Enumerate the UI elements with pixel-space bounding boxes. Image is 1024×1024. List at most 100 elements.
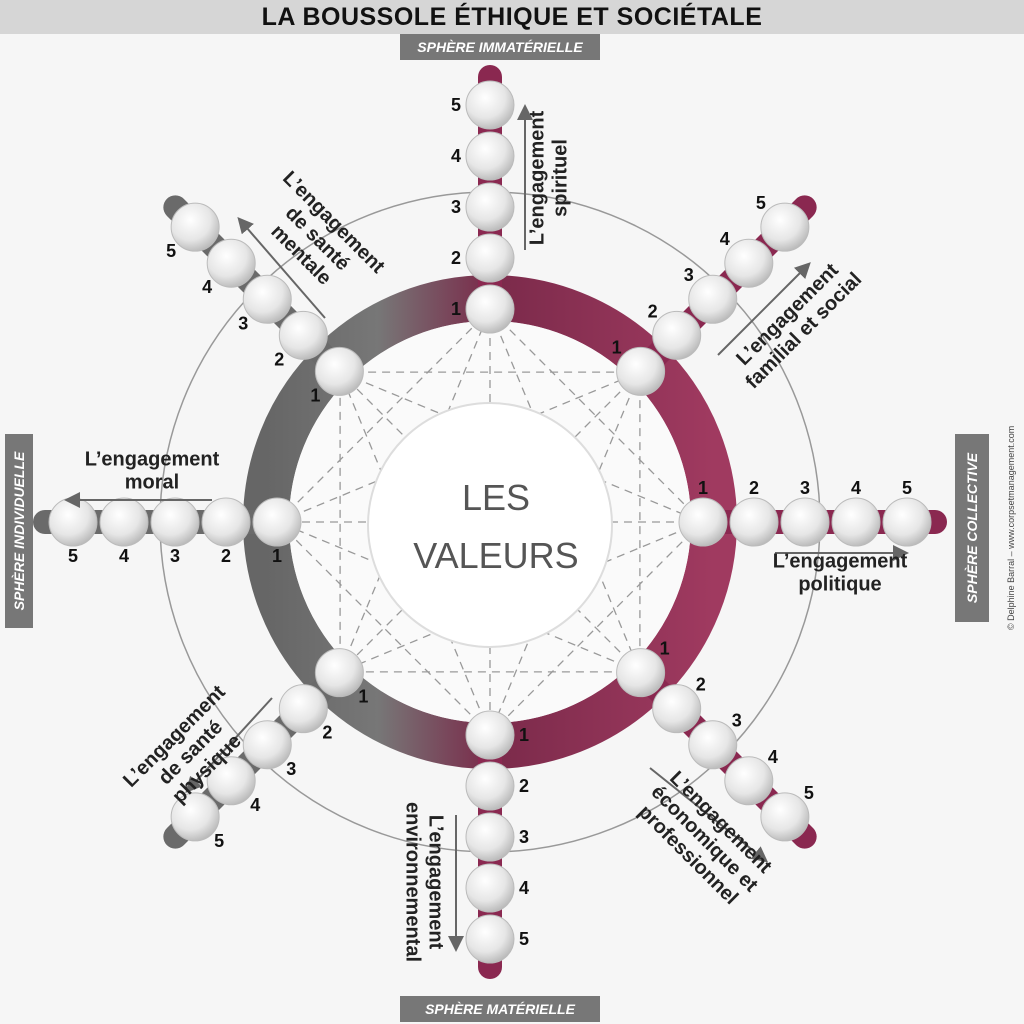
level-bead-1[interactable] <box>314 346 364 396</box>
arm-label-line: spirituel <box>550 139 572 217</box>
level-bead-4[interactable] <box>724 756 774 806</box>
level-number: 1 <box>519 725 529 745</box>
level-bead-2[interactable] <box>278 310 328 360</box>
level-number: 4 <box>851 478 861 498</box>
dashed-connector <box>277 371 641 523</box>
dashed-connector <box>277 309 491 523</box>
level-bead-2[interactable] <box>201 497 251 547</box>
level-bead-5[interactable] <box>48 497 98 547</box>
level-bead-3[interactable] <box>688 720 738 770</box>
level-bead-1[interactable] <box>252 497 302 547</box>
level-number: 1 <box>698 478 708 498</box>
level-number: 3 <box>170 546 180 566</box>
dashed-connector <box>339 309 491 673</box>
level-bead-2[interactable] <box>465 761 515 811</box>
level-bead-3[interactable] <box>242 720 292 770</box>
page-title: LA BOUSSOLE ÉTHIQUE ET SOCIÉTALE <box>261 3 763 31</box>
level-bead-5[interactable] <box>170 202 220 252</box>
sphere-label-right: SPHÈRE COLLECTIVE <box>955 434 989 622</box>
level-bead-1[interactable] <box>616 346 666 396</box>
level-bead-2[interactable] <box>465 233 515 283</box>
dashed-connector <box>489 309 703 523</box>
level-bead-5[interactable] <box>760 202 810 252</box>
level-number: 3 <box>732 711 742 731</box>
level-number: 5 <box>804 783 814 803</box>
level-number: 2 <box>274 349 284 369</box>
level-bead-4[interactable] <box>99 497 149 547</box>
level-bead-2[interactable] <box>729 497 779 547</box>
level-bead-1[interactable] <box>616 648 666 698</box>
level-bead-4[interactable] <box>465 131 515 181</box>
sphere-right-text: SPHÈRE COLLECTIVE <box>964 452 980 604</box>
level-bead-4[interactable] <box>465 863 515 913</box>
level-bead-4[interactable] <box>206 238 256 288</box>
level-number: 3 <box>451 197 461 217</box>
level-number: 4 <box>768 747 778 767</box>
dashed-connector <box>489 371 641 735</box>
level-bead-3[interactable] <box>465 812 515 862</box>
level-number: 4 <box>519 878 529 898</box>
level-number: 5 <box>902 478 912 498</box>
level-number: 5 <box>68 546 78 566</box>
dashed-connector <box>339 371 491 735</box>
dashed-connector <box>339 521 703 673</box>
level-bead-4[interactable] <box>206 756 256 806</box>
level-bead-2[interactable] <box>652 684 702 734</box>
level-bead-5[interactable] <box>760 792 810 842</box>
copyright-credit: © Delphine Barral – www.corpsetmanagemen… <box>1006 425 1016 630</box>
sphere-label-top: SPHÈRE IMMATÉRIELLE <box>400 34 600 60</box>
level-bead-3[interactable] <box>242 274 292 324</box>
level-bead-4[interactable] <box>831 497 881 547</box>
arm-label-line: moral <box>125 472 179 494</box>
level-bead-4[interactable] <box>724 238 774 288</box>
level-number: 2 <box>648 301 658 321</box>
level-number: 1 <box>660 639 670 659</box>
level-number: 2 <box>519 776 529 796</box>
arm-label: L’engagementenvironnemental <box>402 802 447 962</box>
level-number: 1 <box>310 385 320 405</box>
title-bar: LA BOUSSOLE ÉTHIQUE ET SOCIÉTALE <box>0 0 1024 34</box>
level-number: 3 <box>800 478 810 498</box>
level-number: 2 <box>221 546 231 566</box>
level-bead-2[interactable] <box>278 684 328 734</box>
level-bead-1[interactable] <box>465 710 515 760</box>
arm-label-line: environnemental <box>402 802 424 962</box>
level-number: 1 <box>451 299 461 319</box>
arrow-icon <box>185 697 273 793</box>
level-number: 3 <box>684 265 694 285</box>
level-number: 1 <box>358 687 368 707</box>
level-number: 2 <box>451 248 461 268</box>
level-bead-3[interactable] <box>688 274 738 324</box>
level-number: 4 <box>119 546 129 566</box>
level-bead-5[interactable] <box>465 914 515 964</box>
level-bead-3[interactable] <box>465 182 515 232</box>
center-label-line1: LES <box>462 477 530 518</box>
level-number: 5 <box>214 831 224 851</box>
level-bead-3[interactable] <box>780 497 830 547</box>
level-number: 5 <box>519 929 529 949</box>
level-bead-1[interactable] <box>465 284 515 334</box>
arm-label: L’engagementéconomique etprofessionnel <box>630 765 778 913</box>
level-bead-2[interactable] <box>652 310 702 360</box>
level-bead-3[interactable] <box>150 497 200 547</box>
arrow-icon <box>237 216 326 319</box>
level-number: 2 <box>696 675 706 695</box>
dashed-connector <box>277 521 491 735</box>
arm-label: L’engagementspirituel <box>527 110 572 245</box>
dashed-connector <box>489 521 703 735</box>
level-number: 2 <box>749 478 759 498</box>
level-bead-1[interactable] <box>314 648 364 698</box>
level-number: 1 <box>272 546 282 566</box>
level-number: 3 <box>519 827 529 847</box>
level-bead-5[interactable] <box>465 80 515 130</box>
arm-label-line: L’engagement <box>773 551 908 573</box>
level-bead-1[interactable] <box>678 497 728 547</box>
level-bead-5[interactable] <box>882 497 932 547</box>
